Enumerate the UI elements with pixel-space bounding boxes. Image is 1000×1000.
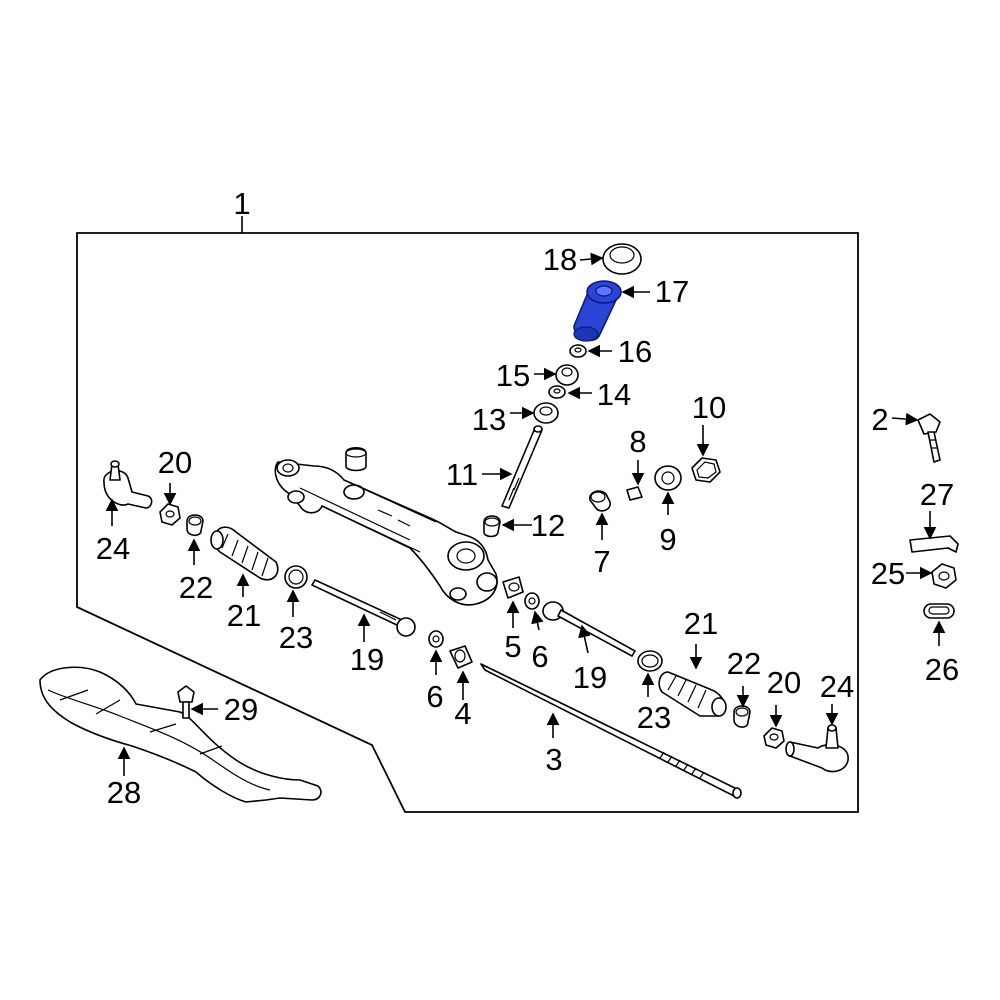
part-22-clamp-left[interactable] — [186, 514, 204, 537]
callout-4: 4 — [454, 696, 471, 731]
callout-23-right: 23 — [637, 700, 671, 735]
callout-22-left: 22 — [179, 570, 213, 605]
part-16-washer[interactable] — [569, 344, 587, 358]
housing-clip[interactable] — [345, 446, 367, 472]
part-8-spring[interactable] — [626, 486, 643, 501]
callout-21-right: 21 — [684, 606, 718, 641]
callout-6-left: 6 — [426, 679, 443, 714]
part-26-grommet[interactable] — [923, 603, 955, 619]
part-3-rack[interactable] — [480, 663, 742, 799]
part-23-clamp-left[interactable] — [284, 565, 308, 589]
callout-2: 2 — [871, 402, 888, 437]
callout-12: 12 — [531, 508, 565, 543]
callout-25: 25 — [871, 556, 905, 591]
callout-5: 5 — [504, 629, 521, 664]
part-4-bushing[interactable] — [449, 645, 473, 669]
part-18-bearing[interactable] — [602, 243, 642, 275]
part-5-bushing[interactable] — [502, 576, 524, 599]
callout-19-right: 19 — [573, 660, 607, 695]
part-28-heat-shield[interactable] — [39, 666, 322, 803]
part-14-washer[interactable] — [548, 385, 566, 399]
callout-20-right: 20 — [767, 665, 801, 700]
callout-14: 14 — [597, 377, 631, 412]
callout-23-left: 23 — [279, 620, 313, 655]
callout-16: 16 — [618, 334, 652, 369]
part-7-yoke[interactable] — [589, 490, 611, 512]
part-23-clamp-right[interactable] — [637, 650, 663, 672]
leader-arrows — [105, 252, 946, 776]
callout-19-left: 19 — [350, 642, 384, 677]
callout-22-right: 22 — [727, 646, 761, 681]
part-21-boot-right[interactable] — [658, 671, 727, 717]
callout-7: 7 — [593, 544, 610, 579]
callout-11: 11 — [446, 457, 478, 492]
callout-21-left: 21 — [227, 598, 261, 633]
part-25-nut[interactable] — [931, 563, 957, 589]
part-21-boot-left[interactable] — [210, 526, 279, 581]
part-2-bolt[interactable] — [917, 413, 941, 463]
callout-8: 8 — [629, 424, 646, 459]
part-27-bracket[interactable] — [909, 535, 959, 553]
callout-17: 17 — [655, 274, 689, 309]
callout-6-right: 6 — [531, 639, 548, 674]
callout-15: 15 — [496, 358, 530, 393]
part-9-yoke-cap[interactable] — [654, 465, 682, 491]
part-6-washer-left[interactable] — [428, 630, 444, 648]
part-11-pinion-shaft[interactable] — [501, 425, 543, 509]
part-24-tie-rod-end-right[interactable] — [785, 724, 849, 773]
callout-27: 27 — [920, 477, 954, 512]
part-10-nut[interactable] — [691, 457, 721, 483]
part-20-nut-left[interactable] — [159, 503, 181, 526]
callout-28: 28 — [107, 775, 141, 810]
callout-1: 1 — [233, 186, 250, 221]
part-24-tie-rod-end-left[interactable] — [103, 460, 153, 509]
callout-18: 18 — [543, 242, 577, 277]
callout-20-left: 20 — [158, 445, 192, 480]
callout-labels: 1 18 17 16 15 14 13 10 8 11 12 9 7 2 27 … — [96, 186, 959, 810]
part-13-bearing[interactable] — [533, 402, 559, 424]
part-15-nut[interactable] — [555, 364, 579, 386]
callout-26: 26 — [925, 652, 959, 687]
part-20-nut-right[interactable] — [763, 727, 785, 749]
part-22-clamp-right[interactable] — [733, 705, 751, 728]
part-19-inner-tie-rod-left[interactable] — [311, 579, 416, 637]
callout-9: 9 — [659, 522, 676, 557]
callout-29: 29 — [224, 692, 258, 727]
callout-24-left: 24 — [96, 531, 130, 566]
assembly-frame — [76, 232, 859, 813]
part-17-housing-highlighted[interactable] — [573, 280, 622, 342]
part-6-washer-right[interactable] — [524, 592, 540, 610]
callout-10: 10 — [692, 390, 726, 425]
callout-24-right: 24 — [820, 669, 854, 704]
part-19-inner-tie-rod-right[interactable] — [542, 601, 636, 657]
part-29-bolt[interactable] — [177, 685, 195, 719]
callout-3: 3 — [545, 742, 562, 777]
callout-13: 13 — [472, 402, 506, 437]
part-12-seal[interactable] — [483, 515, 501, 538]
steering-gear-housing[interactable] — [274, 459, 498, 606]
